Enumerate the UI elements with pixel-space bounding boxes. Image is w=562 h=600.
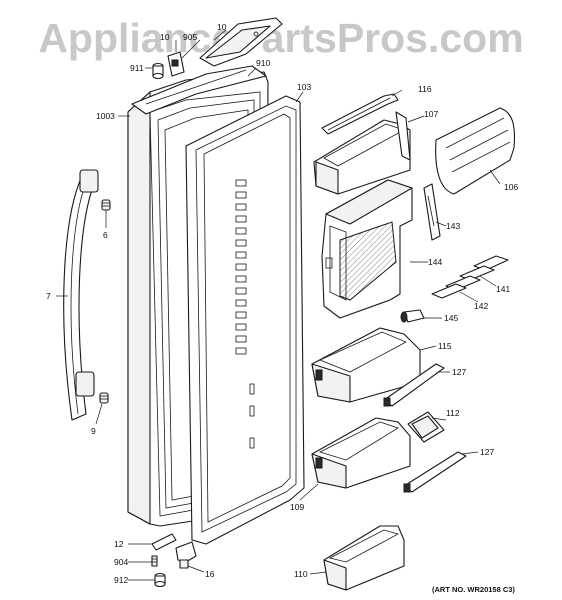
screw-904[interactable] [151, 555, 158, 567]
callout-143: 143 [446, 221, 460, 231]
callout-110: 110 [294, 569, 308, 579]
dairy-cover-106[interactable] [435, 107, 516, 195]
callout-115: 115 [438, 341, 452, 351]
door-bin-110[interactable] [323, 525, 405, 591]
bin-rail-127-upper[interactable] [383, 363, 445, 407]
callout-116: 116 [418, 84, 432, 94]
clip-112[interactable] [407, 411, 445, 443]
callout-904: 904 [114, 557, 128, 567]
callout-12: 12 [114, 539, 124, 549]
leader-lines [56, 29, 501, 581]
callout-16: 16 [205, 569, 215, 579]
bottom-hinge-16[interactable] [175, 541, 197, 569]
door-bin-115[interactable] [311, 327, 421, 403]
nozzle-145[interactable] [400, 309, 425, 323]
callout-912: 912 [114, 575, 128, 585]
callout-127-upper: 127 [452, 367, 466, 377]
callout-7: 7 [46, 291, 51, 301]
shelf-bracket-143[interactable] [423, 183, 441, 241]
callout-10-a: 10 [160, 32, 170, 42]
callout-905: 905 [183, 32, 197, 42]
shelf-bar-116[interactable] [321, 93, 399, 135]
clip-strip-141[interactable] [431, 255, 509, 299]
art-number: (ART NO. WR20158 C3) [432, 585, 515, 594]
door-bin-107[interactable] [313, 111, 411, 195]
callout-103: 103 [297, 82, 311, 92]
callout-910: 910 [256, 58, 270, 68]
screw-6[interactable] [101, 199, 111, 211]
callout-144: 144 [428, 257, 442, 267]
callout-112: 112 [446, 408, 460, 418]
callout-145: 145 [444, 313, 458, 323]
callout-6: 6 [103, 230, 108, 240]
callout-9: 9 [91, 426, 96, 436]
bushing-911[interactable] [152, 62, 164, 80]
callout-142: 142 [474, 301, 488, 311]
top-cap-910[interactable] [131, 65, 267, 115]
bin-rail-127-lower[interactable] [403, 451, 467, 493]
door-bin-109[interactable] [311, 417, 411, 489]
door-gasket-103[interactable] [185, 95, 305, 545]
callout-106: 106 [504, 182, 518, 192]
callout-10-b: 10 [217, 22, 227, 32]
dispenser-housing-144[interactable] [321, 179, 413, 319]
callout-107: 107 [424, 109, 438, 119]
callout-labels: 10 905 10 911 910 103 1003 116 107 106 6… [46, 22, 518, 585]
hinge-pin-12[interactable] [151, 533, 177, 551]
callout-127-lower: 127 [480, 447, 494, 457]
hinge-cover-10[interactable] [167, 51, 185, 77]
liner-ribs [235, 179, 255, 449]
screw-9[interactable] [99, 392, 109, 404]
door-handle-7[interactable] [63, 169, 99, 421]
callout-109: 109 [290, 502, 304, 512]
callout-141: 141 [496, 284, 510, 294]
bushing-912[interactable] [154, 572, 166, 588]
callout-911: 911 [130, 63, 144, 73]
callout-1003: 1003 [96, 111, 115, 121]
hinge-bracket-10[interactable] [199, 17, 283, 67]
watermark-text: AppliancePartsPros.com [38, 15, 523, 61]
